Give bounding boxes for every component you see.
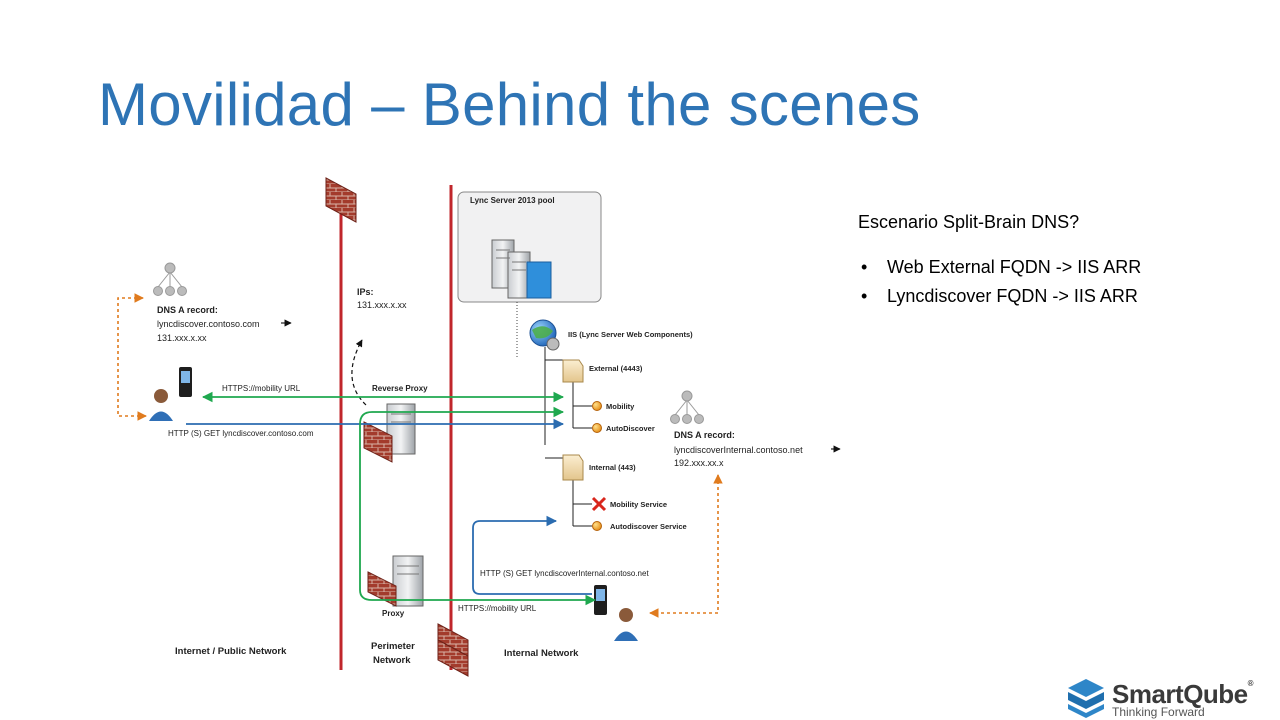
proxy-icon	[367, 555, 424, 607]
zone-internet-label: Internet / Public Network	[175, 646, 287, 657]
external-item-autodiscover: AutoDiscover	[606, 424, 655, 433]
arrow-internal-get	[472, 515, 592, 595]
arrow-external-https-label: HTTPS://mobility URL	[222, 384, 301, 393]
external-user-icon	[149, 367, 192, 421]
autodiscover-service-orb-icon	[592, 521, 602, 531]
ips-heading: IPs:	[357, 287, 374, 297]
reverse-proxy-icon	[363, 403, 416, 463]
dns-internal-address: 192.xxx.xx.x	[674, 458, 724, 468]
dns-internal-icon	[670, 390, 704, 424]
logo-name: SmartQube	[1112, 679, 1248, 709]
mobility-service-disabled-icon	[591, 496, 607, 512]
arrow-internal-get-label: HTTP (S) GET lyncdiscoverInternal.contos…	[480, 569, 649, 578]
zone-perimeter-label-1: Perimeter	[371, 641, 415, 652]
iis-globe-icon	[529, 319, 560, 351]
internal-user-icon	[594, 585, 638, 641]
arrow-external-get-label: HTTP (S) GET lyncdiscover.contoso.com	[168, 429, 314, 438]
dns-external-name: lyncdiscover.contoso.com	[157, 319, 260, 329]
iis-label: IIS (Lync Server Web Components)	[568, 330, 693, 339]
ips-dashed-arrow	[351, 339, 367, 406]
dns-internal-heading: DNS A record:	[674, 430, 735, 440]
dns-external-icon	[153, 262, 187, 296]
external-item-mobility: Mobility	[606, 402, 635, 411]
internal-site-folder-icon	[562, 454, 584, 481]
notes-bullet-item: • Web External FQDN -> IIS ARR	[858, 257, 1258, 278]
lync-pool-title: Lync Server 2013 pool	[470, 196, 555, 205]
logo-tagline: Thinking Forward	[1112, 705, 1205, 719]
firewall-icon-top-outer	[325, 177, 357, 223]
smartqube-logo: SmartQube® Thinking Forward	[1064, 676, 1280, 720]
external-site-label: External (4443)	[589, 364, 643, 373]
notes-bullet-item: • Lyncdiscover FQDN -> IIS ARR	[858, 286, 1258, 307]
autodiscover-orb-icon	[592, 423, 602, 433]
reverse-proxy-label: Reverse Proxy	[372, 384, 428, 393]
bullet-icon: •	[861, 286, 868, 306]
logo-registered: ®	[1247, 679, 1254, 688]
bullet-icon: •	[861, 257, 868, 277]
mobility-orb-icon	[592, 401, 602, 411]
proxy-label: Proxy	[382, 609, 405, 618]
smartqube-cube-icon	[1068, 679, 1104, 718]
notes-lead: Escenario Split-Brain DNS?	[858, 212, 1080, 232]
zone-internal-label: Internal Network	[504, 648, 579, 659]
slide-title: Movilidad – Behind the scenes	[98, 71, 921, 138]
logo-wordmark: SmartQube®	[1112, 679, 1254, 710]
notes-bullet-list: • Web External FQDN -> IIS ARR • Lyncdisco…	[858, 257, 1258, 307]
arrow-internal-https-label: HTTPS://mobility URL	[458, 604, 537, 613]
notes-panel: Escenario Split-Brain DNS? • Web External…	[858, 212, 1258, 315]
ips-value: 131.xxx.x.xx	[357, 300, 407, 310]
notes-bullet-text: Lyncdiscover FQDN -> IIS ARR	[887, 286, 1138, 306]
dns-external-heading: DNS A record:	[157, 305, 218, 315]
dns-lookup-external	[117, 293, 147, 421]
dns-internal-name: lyncdiscoverInternal.contoso.net	[674, 445, 803, 455]
internal-item-autodiscover: Autodiscover Service	[610, 522, 687, 531]
pool-servers-icon	[491, 239, 552, 299]
zone-perimeter-label-2: Network	[373, 655, 411, 666]
internal-site-label: Internal (443)	[589, 463, 636, 472]
dns-lookup-internal	[649, 474, 723, 618]
dns-external-address: 131.xxx.x.xx	[157, 333, 207, 343]
notes-bullet-text: Web External FQDN -> IIS ARR	[887, 257, 1142, 277]
internal-item-mobility: Mobility Service	[610, 500, 667, 509]
arrow-proxy-to-mobility	[359, 406, 597, 606]
external-site-folder-icon	[562, 359, 584, 383]
firewall-icon-bottom-inner	[437, 623, 469, 677]
